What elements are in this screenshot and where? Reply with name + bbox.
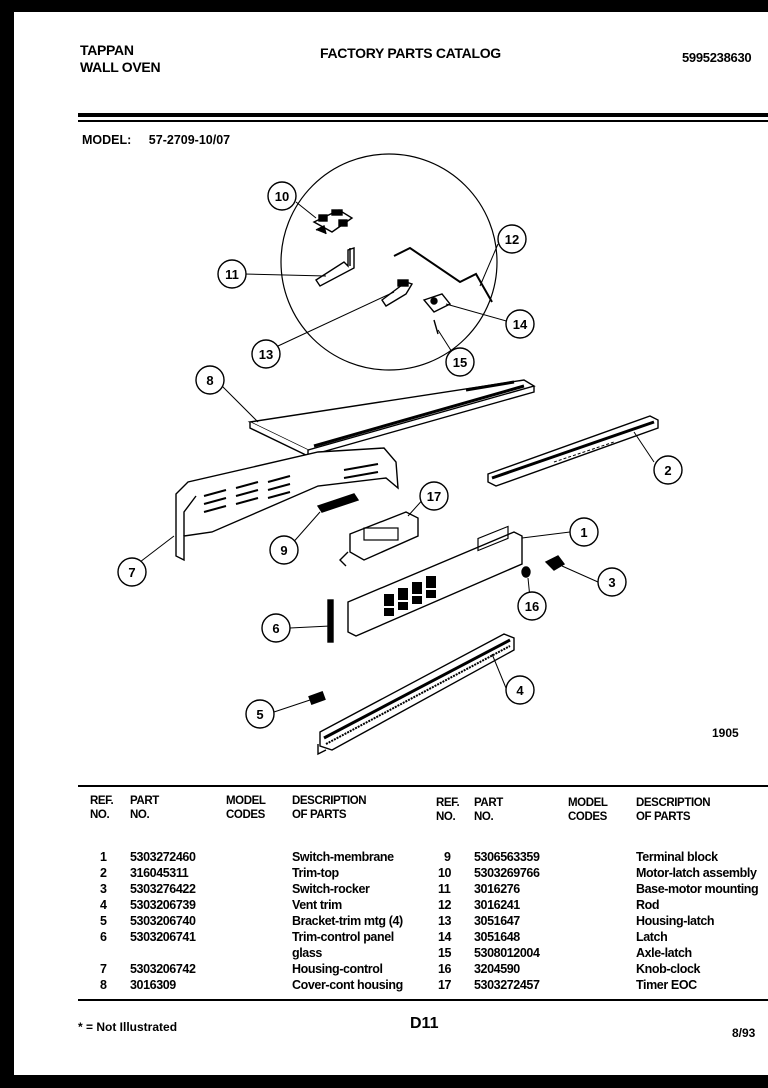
callout-9: 9 [269,535,299,565]
svg-text:16: 16 [525,599,539,614]
svg-text:4: 4 [516,683,524,698]
housing-control-vents [203,463,379,513]
svg-text:5: 5 [256,707,263,722]
part-timer-eoc [349,511,419,561]
model-line: MODEL: 57-2709-10/07 [82,133,230,147]
callout-11: 11 [217,259,247,289]
svg-text:8: 8 [206,373,213,388]
header-rule-thin [78,120,768,122]
svg-text:14: 14 [513,317,528,332]
callout-5: 5 [245,699,275,729]
svg-text:17: 17 [427,489,441,504]
brand-line-1: TAPPAN [80,42,134,58]
model-value: 57-2709-10/07 [148,133,231,147]
callout-6: 6 [261,613,291,643]
page-code: D11 [410,1015,439,1032]
leader-lines [139,201,655,713]
svg-text:11: 11 [225,267,239,282]
brand-block: TAPPAN WALL OVEN [80,42,161,76]
callout-13: 13 [251,339,281,369]
detail-circle [280,153,498,371]
callout-15: 15 [445,347,475,377]
figure-number: 1905 [712,726,739,740]
part-cover-cont-housing [247,379,536,451]
callout-7: 7 [117,557,147,587]
catalog-page: TAPPAN WALL OVEN FACTORY PARTS CATALOG 5… [14,12,768,1075]
part-terminal-block [316,493,360,513]
callout-1: 1 [569,517,599,547]
part-knob-clock [521,566,531,578]
callouts: 10 11 12 13 14 15 8 2 17 1 9 7 3 16 6 4 … [117,181,683,729]
part-rod [393,246,493,303]
part-switch-rocker [544,555,566,571]
svg-text:9: 9 [280,543,287,558]
col-ref-no-right: REF.NO. [436,797,460,823]
part-housing-control [175,447,399,562]
table-bottom-rule [78,999,768,1001]
svg-text:3: 3 [608,575,615,590]
part-bracket-trim [308,690,326,706]
svg-text:1: 1 [580,525,587,540]
footnote: * = Not Illustrated [78,1020,178,1034]
catalog-title: FACTORY PARTS CATALOG [320,45,501,61]
callout-16: 16 [517,591,547,621]
callout-2: 2 [653,455,683,485]
panel-display [477,525,509,552]
svg-text:2: 2 [664,463,671,478]
svg-text:15: 15 [453,355,467,370]
exploded-parts-diagram: 10 11 12 13 14 15 8 2 17 1 9 7 3 16 6 4 … [117,153,683,756]
callout-17: 17 [419,481,449,511]
callout-10: 10 [267,181,297,211]
svg-text:7: 7 [128,565,135,580]
catalog-number: 5995238630 [682,50,752,65]
table-top-rule [78,785,768,787]
callout-14: 14 [505,309,535,339]
col-ref-no-left: REF.NO. [90,795,114,821]
svg-text:13: 13 [259,347,273,362]
part-base-motor-mounting [315,247,355,287]
revision-date: 8/93 [732,1026,756,1040]
panel-keypad [384,576,436,616]
model-label: MODEL: [82,133,132,147]
callout-8: 8 [195,365,225,395]
svg-text:6: 6 [272,621,279,636]
brand-line-2: WALL OVEN [80,59,161,75]
callout-12: 12 [497,224,527,254]
part-axle-latch [433,319,439,335]
header-rule-thick [78,113,768,117]
callout-4: 4 [505,675,535,705]
part-motor-latch-assembly [312,209,354,235]
svg-text:10: 10 [275,189,289,204]
svg-text:12: 12 [505,232,519,247]
part-trim-control-panel [327,599,334,643]
callout-3: 3 [597,567,627,597]
